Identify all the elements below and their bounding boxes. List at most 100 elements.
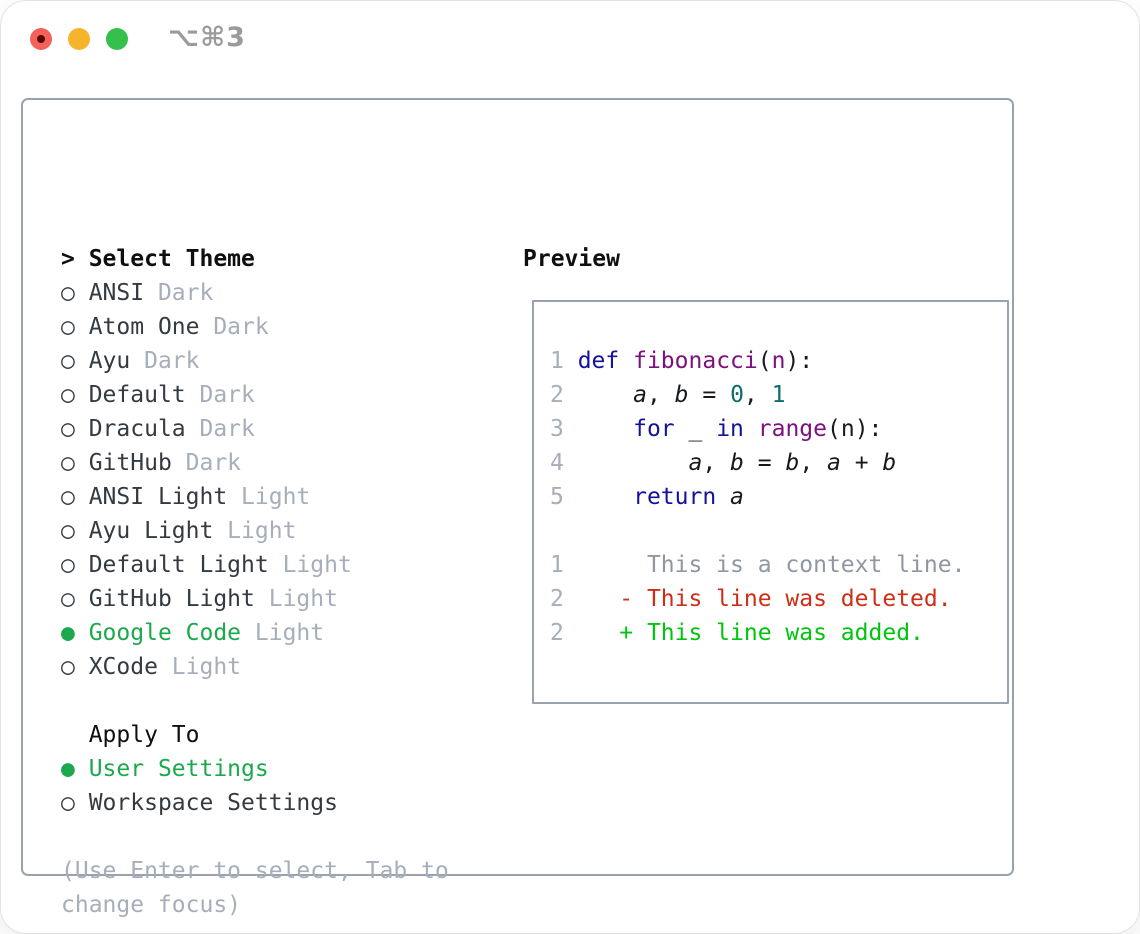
theme-list-header: > Select Theme <box>61 242 449 276</box>
theme-name: GitHub Light <box>88 586 255 612</box>
close-button[interactable] <box>30 28 52 50</box>
apply-to-label: Apply To <box>88 722 200 748</box>
apply-option-1[interactable]: ○ Workspace Settings <box>61 786 449 820</box>
theme-name: GitHub <box>88 450 172 476</box>
apply-option-label: Workspace Settings <box>88 790 338 816</box>
preview-box <box>532 300 1009 704</box>
code-line-0: 1 def fibonacci(n): <box>550 344 965 378</box>
code-token: n <box>771 348 786 374</box>
code-line-3: 4 a, b = b, a + b <box>550 446 965 480</box>
theme-option-2[interactable]: ○ Ayu Dark <box>61 344 449 378</box>
line-number: 1 <box>550 552 578 578</box>
code-token: b <box>882 450 897 476</box>
apply-option-0[interactable]: ● User Settings <box>61 752 449 786</box>
code-token <box>716 484 730 510</box>
theme-option-0[interactable]: ○ ANSI Dark <box>61 276 449 310</box>
line-number: 1 <box>550 348 578 374</box>
minimize-button[interactable] <box>68 28 90 50</box>
theme-option-5[interactable]: ○ GitHub Dark <box>61 446 449 480</box>
code-token: _ <box>674 416 717 442</box>
code-line-8: 2 + This line was added. <box>550 616 965 650</box>
theme-option-11[interactable]: ○ XCode Light <box>61 650 449 684</box>
code-token: (n): <box>827 416 883 442</box>
code-token: , <box>646 382 675 408</box>
theme-option-10[interactable]: ● Google Code Light <box>61 616 449 650</box>
zoom-button[interactable] <box>106 28 128 50</box>
code-token: = <box>688 382 731 408</box>
spacer-row <box>61 820 449 854</box>
code-token: return <box>633 484 717 510</box>
code-token: , <box>799 450 828 476</box>
radio-selected-icon: ● <box>61 620 89 646</box>
code-token: ( <box>757 348 772 374</box>
code-token <box>619 348 633 374</box>
radio-unselected-icon: ○ <box>61 518 89 544</box>
code-line-7: 2 - This line was deleted. <box>550 582 965 616</box>
theme-option-3[interactable]: ○ Default Dark <box>61 378 449 412</box>
radio-unselected-icon: ○ <box>61 314 89 340</box>
theme-name: Dracula <box>88 416 186 442</box>
code-token <box>578 416 633 442</box>
radio-selected-icon: ● <box>61 756 89 782</box>
theme-name: Google Code <box>88 620 242 646</box>
theme-name: Ayu Light <box>88 518 214 544</box>
code-token: a <box>688 450 703 476</box>
theme-name: Atom One <box>88 314 200 340</box>
window-controls <box>30 28 128 50</box>
theme-name: Default <box>88 382 186 408</box>
radio-unselected-icon: ○ <box>61 790 89 816</box>
theme-option-6[interactable]: ○ ANSI Light Light <box>61 480 449 514</box>
radio-unselected-icon: ○ <box>61 382 89 408</box>
code-token: - This line was deleted. <box>577 586 952 612</box>
theme-name: Ayu <box>88 348 131 374</box>
theme-name: ANSI <box>88 280 145 306</box>
code-token: fibonacci <box>633 348 758 374</box>
preview-heading: Preview <box>523 246 620 272</box>
help-text-line-0: (Use Enter to select, Tab to <box>61 858 449 884</box>
focus-caret-icon: > <box>61 246 89 272</box>
apply-to-heading: Apply To <box>61 718 449 752</box>
apply-to-indent <box>61 722 89 748</box>
code-token: in <box>716 416 744 442</box>
theme-variant: Dark <box>185 416 255 442</box>
theme-variant: Light <box>213 518 297 544</box>
code-token <box>578 484 633 510</box>
code-token: + This line was added. <box>577 620 924 646</box>
radio-unselected-icon: ○ <box>61 552 89 578</box>
line-number: 2 <box>550 382 578 408</box>
line-number: 5 <box>550 484 578 510</box>
theme-option-1[interactable]: ○ Atom One Dark <box>61 310 449 344</box>
code-token <box>578 450 689 476</box>
code-token: ): <box>785 348 814 374</box>
code-line-6: 1 This is a context line. <box>550 548 965 582</box>
theme-picker-panel: > Select Theme○ ANSI Dark○ Atom One Dark… <box>21 98 1014 918</box>
radio-unselected-icon: ○ <box>61 654 89 680</box>
line-number: 2 <box>550 586 578 612</box>
line-number: 3 <box>550 416 578 442</box>
code-token <box>744 416 758 442</box>
theme-variant: Light <box>254 586 338 612</box>
code-line-2: 3 for _ in range(n): <box>550 412 965 446</box>
theme-option-7[interactable]: ○ Ayu Light Light <box>61 514 449 548</box>
theme-option-4[interactable]: ○ Dracula Dark <box>61 412 449 446</box>
spacer-row <box>61 684 449 718</box>
theme-name: ANSI Light <box>88 484 228 510</box>
window-title-shortcut: ⌥⌘3 <box>168 22 246 53</box>
code-token: + <box>840 450 883 476</box>
theme-variant: Dark <box>185 382 255 408</box>
code-line-4: 5 return a <box>550 480 965 514</box>
theme-option-8[interactable]: ○ Default Light Light <box>61 548 449 582</box>
theme-list: > Select Theme○ ANSI Dark○ Atom One Dark… <box>61 242 449 922</box>
theme-option-9[interactable]: ○ GitHub Light Light <box>61 582 449 616</box>
code-token: , <box>702 450 731 476</box>
code-token: a <box>827 450 841 476</box>
theme-variant: Light <box>227 484 311 510</box>
code-token: , <box>743 382 772 408</box>
theme-list-title: Select Theme <box>88 246 255 272</box>
theme-name: XCode <box>88 654 158 680</box>
radio-unselected-icon: ○ <box>61 586 89 612</box>
code-token: b <box>674 382 689 408</box>
help-text-line-1: change focus) <box>61 892 242 918</box>
